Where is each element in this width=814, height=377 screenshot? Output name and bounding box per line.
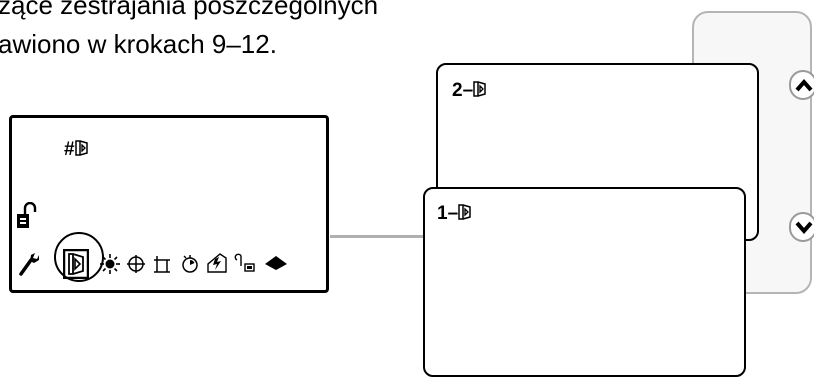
lcd-screen-1: 1– [423, 187, 746, 377]
sun-icon[interactable] [100, 254, 120, 274]
scroll-up-button[interactable] [789, 70, 814, 100]
af-fine-tune-icon [458, 204, 471, 220]
crosshair-icon[interactable] [126, 254, 146, 274]
key-icon[interactable] [234, 252, 256, 274]
lcd-label: 2– [452, 80, 487, 101]
body-text-line-1: żące zestrajania poszczególnych [0, 0, 379, 20]
timer-icon[interactable] [180, 253, 200, 275]
selected-menu-ring [54, 232, 104, 282]
af-fine-tune-icon [74, 140, 88, 156]
flash-icon[interactable] [206, 252, 228, 274]
camera-lcd-screen: # [9, 115, 329, 293]
sensor-icon[interactable] [264, 254, 288, 272]
lcd-label: # [64, 139, 89, 160]
af-fine-tune-icon [473, 81, 486, 97]
lcd-label: 1– [437, 203, 472, 224]
menu-icon-row [18, 240, 318, 280]
body-text-line-2: awiono w krokach 9–12. [0, 29, 277, 59]
chevron-up-icon [795, 78, 813, 92]
padlock-open-icon [17, 202, 37, 228]
scroll-down-button[interactable] [789, 212, 814, 242]
af-fine-tune-icon[interactable] [63, 249, 89, 279]
wrench-icon[interactable] [18, 252, 40, 276]
chevron-down-icon [795, 221, 813, 234]
frame-icon[interactable] [152, 254, 172, 274]
connector-line [330, 235, 430, 238]
